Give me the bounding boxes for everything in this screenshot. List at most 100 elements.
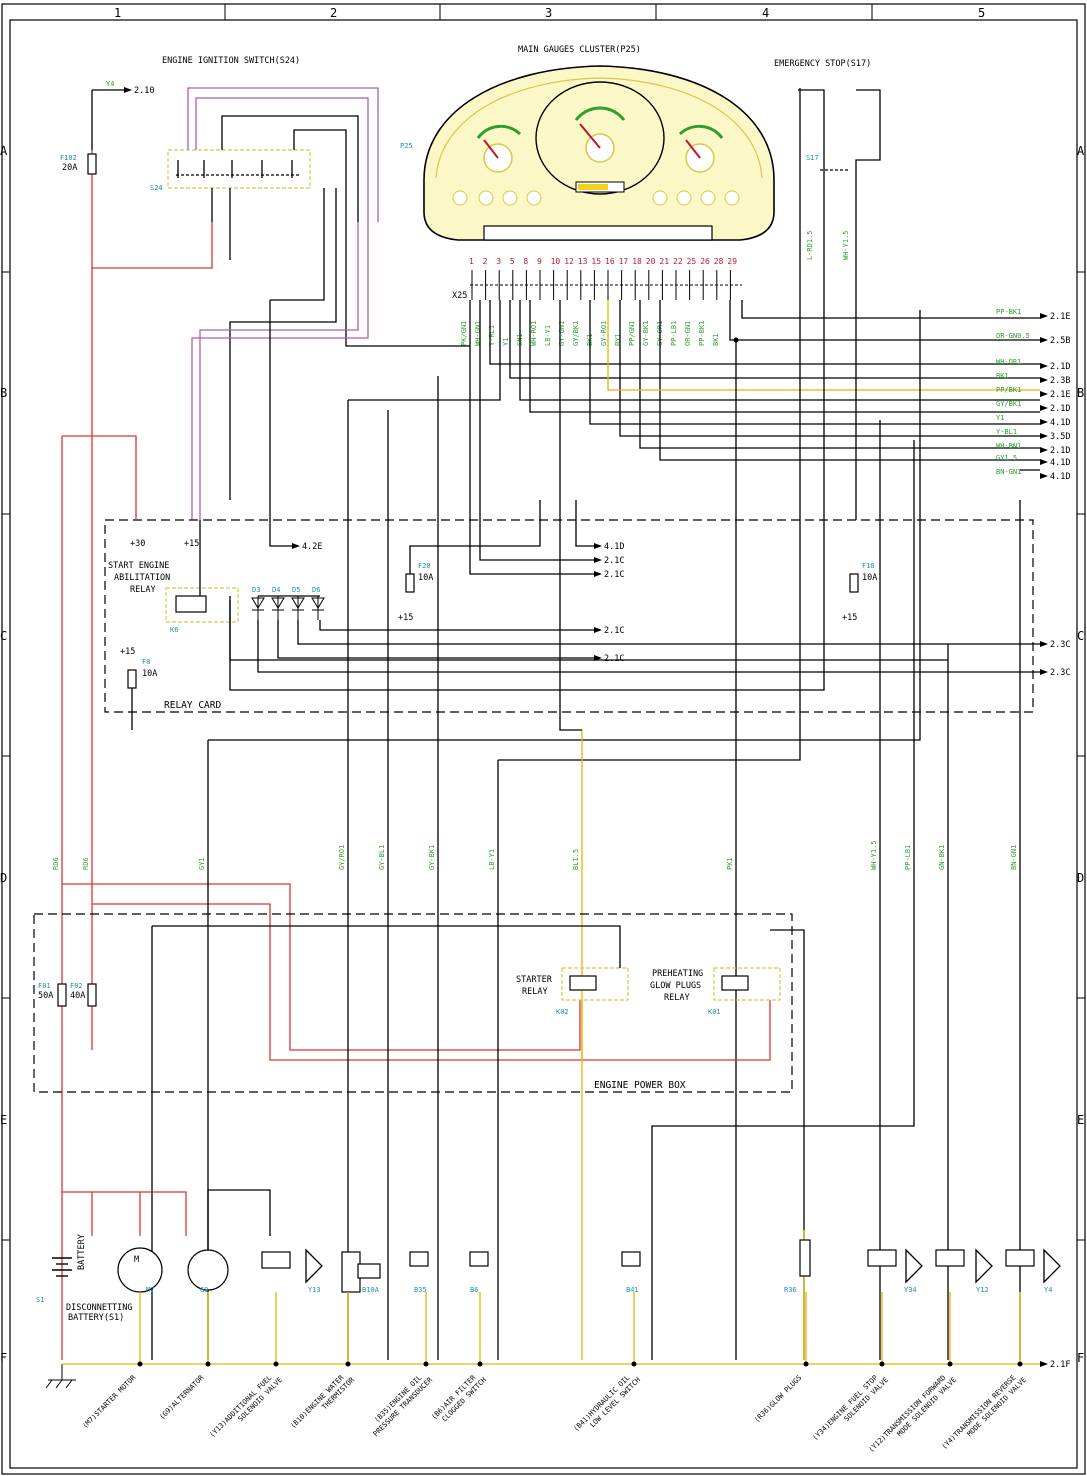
wire-rd4-top [91,150,213,269]
ground-junction [947,1361,953,1367]
ground-ref: 2.1F [1050,1360,1070,1370]
grid-row-b: B [0,386,7,400]
cluster-warning-lamps [452,190,740,206]
cluster-pin-10: 10 [551,257,561,266]
cluster-wire-label: OR-GN1 [684,321,692,346]
fuse-f18 [849,573,859,593]
wire-switch-3 [221,115,359,222]
right-ref-wire: BK1 [996,372,1009,380]
switch-b6 [469,1251,489,1267]
fuse-f20 [405,573,415,593]
grid-row-f-right: F [1077,1351,1084,1365]
component-code: M7 [146,1286,154,1294]
ignition-switch-body [167,149,311,189]
ground-junction [1017,1361,1023,1367]
preheat-relay-coil [721,975,749,991]
ground-junction [803,1361,809,1367]
mid-wire-label: LB-Y1 [488,849,496,870]
cluster-signal-wire [489,300,1040,365]
right-ref-code: 2.1D [1050,362,1070,372]
right-ref-arrow [1040,447,1048,453]
cluster-pin-12: 12 [564,257,574,266]
wire-bn25 [345,222,470,347]
component-label-line1: (G9)ALTERNATOR [158,1373,206,1421]
grid-row-d-right: D [1077,871,1084,885]
grid-col-3: 3 [545,6,552,20]
cluster-pin-22: 22 [673,257,683,266]
right-ref-code: 2.3B [1050,376,1070,386]
valve-y34-symbol [905,1248,923,1284]
f01-rating: 50A [38,991,53,1001]
cluster-wire-label: LB-Y1 [544,325,552,346]
component-label: (B10)ENGINE WATERTHERMISTOR [289,1369,356,1436]
wire-bl15-top [559,300,582,731]
right-ref-arrow [1040,419,1048,425]
wire-d5 [297,620,1040,645]
wire-y-bl15 [270,222,325,301]
mid-wire-label: BN-GN1 [1010,845,1018,870]
battery [52,1257,72,1277]
wire-bk1-yellow [607,300,1040,391]
cluster-pin-29: 29 [727,257,737,266]
relay-ref-arrow [594,557,602,563]
wire-gy-ro1-top [348,300,501,401]
relay-card-title: RELAY CARD [164,700,221,711]
valve-y12-coil [935,1249,965,1267]
valve-y13-coil [261,1251,291,1269]
starter-motor-m7 [117,1247,163,1293]
cluster-pin-26: 26 [700,257,710,266]
grid-col-5: 5 [978,6,985,20]
cluster-signal-wire [659,300,1040,461]
disconnect-l1: DISCONNETTING [66,1303,133,1313]
transducer-b10a [357,1263,381,1279]
cluster-signal-wire [619,300,1040,437]
grid-col-4: 4 [762,6,769,20]
relay-ref-arrow [292,543,300,549]
ground-junction [345,1361,351,1367]
f18-rating: 10A [862,573,877,583]
f02-label: F02 [70,982,83,990]
x25-label: X25 [452,291,467,301]
right-ref-code: 2.1D [1050,404,1070,414]
component-code: R36 [784,1286,797,1294]
junction [733,337,739,343]
wire-rd6-preheat [92,903,771,1061]
grid-row-c: C [0,629,7,643]
component-code: B10A [362,1286,380,1294]
right-ref-wire: GY1.5 [996,454,1017,462]
cluster-signal-wire [509,300,1040,379]
right-ref-wire: BN-GN1 [996,468,1021,476]
relay-ref-arrow [594,655,602,661]
s24-label: S24 [150,184,163,192]
cluster-pin-8: 8 [523,257,528,266]
right-ref-arrow [1040,313,1048,319]
right-ref-wire: PP-BK1 [996,308,1021,316]
s17-label: S17 [806,154,819,162]
switch-b41 [621,1251,641,1267]
starter-relay-l2: RELAY [522,987,548,997]
battery-label: BATTERY [77,1234,87,1270]
cluster-wire-label: BY1 [614,333,622,346]
thermistor-b10a [341,1251,361,1293]
right-ref-arrow [1040,433,1048,439]
starter-relay-frame [561,967,629,1001]
wire-violet-1 [187,87,379,222]
wire-y13 [207,1189,271,1250]
relay-ref-code: 4.2E [302,542,322,552]
cluster-signal-wire [529,300,1040,413]
start-relay-l1: START ENGINE [108,561,169,571]
right-ref-wire: Y1 [996,414,1004,422]
relay-k6-wiring [199,520,948,661]
grid-col-1: 1 [114,6,121,20]
fuse-f102 [87,153,97,175]
right-ref-arrow [1040,363,1048,369]
valve-y34-coil [867,1249,897,1267]
relay-ref-code: 2.1C [604,570,624,580]
wire-glow-plugs [770,929,805,1360]
start-relay-l2: ABILITATION [114,573,170,583]
y4-label: Y4 [106,80,114,88]
f102-label: F102 [60,154,77,162]
cluster-wire-label: PP-LB1 [670,321,678,346]
relay-k6-coil [175,595,207,613]
